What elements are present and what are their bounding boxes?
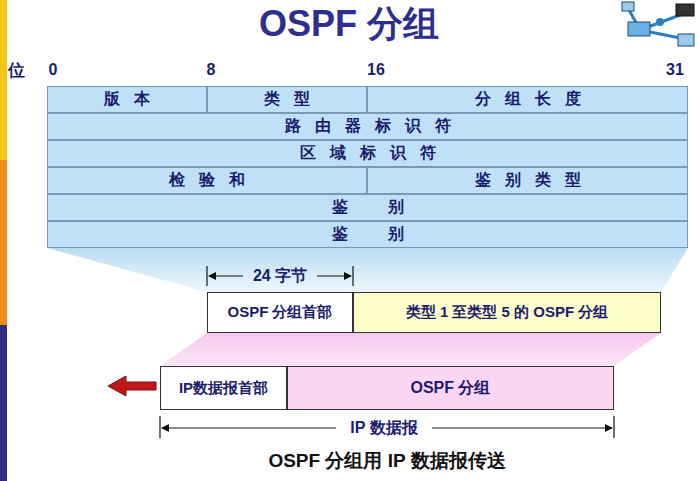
bit-number: 16 [367,61,385,79]
bit-number: 31 [666,61,684,79]
dimension-24 [207,266,353,286]
side-bar [0,325,7,481]
field-cell: 鉴别 [47,194,688,221]
field-cell: 分组长度 [367,86,688,113]
field-text: 路由器标识符 [271,116,465,137]
ip-header-box: IP数据报首部 [160,366,287,410]
field-text: 类型 1 至类型 5 的 OSPF 分组 [406,303,609,322]
send-arrow [108,376,156,396]
field-text: 版本 [90,89,164,110]
ospf-packet-box: OSPF 分组 [287,366,614,410]
dimension-label: 24 字节 [253,266,307,287]
axis-label: 位 [8,59,25,82]
dimension-label: IP 数据报 [350,418,417,439]
expand-band [47,248,688,292]
field-text: 鉴别 [292,197,444,218]
field-cell: 检验和 [47,167,367,194]
field-text: OSPF 分组 [410,378,490,399]
field-cell: 版本 [47,86,207,113]
bit-number: 0 [49,61,58,79]
field-text: IP数据报首部 [179,379,268,398]
dimension-ip [160,416,614,438]
expand-band [160,333,661,366]
side-bar [0,160,7,325]
field-text: OSPF 分组首部 [227,303,332,322]
field-text: 检验和 [155,170,259,191]
field-cell: 路由器标识符 [47,113,688,140]
field-text: 区域标识符 [286,143,450,164]
field-text: 类型 [250,89,324,110]
field-text: 鉴别 [292,224,444,245]
field-cell: 区域标识符 [47,140,688,167]
body-box: 类型 1 至类型 5 的 OSPF 分组 [353,292,661,333]
title: OSPF 分组 [259,0,439,49]
field-cell: 鉴别类型 [367,167,688,194]
header-box: OSPF 分组首部 [207,292,353,333]
field-text: 分组长度 [461,89,595,110]
network-icon [622,2,694,46]
field-text: 鉴别类型 [461,170,595,191]
field-cell: 鉴别 [47,221,688,248]
caption: OSPF 分组用 IP 数据报传送 [268,448,505,474]
side-bar [0,0,7,160]
bit-number: 8 [207,61,216,79]
field-cell: 类型 [207,86,367,113]
